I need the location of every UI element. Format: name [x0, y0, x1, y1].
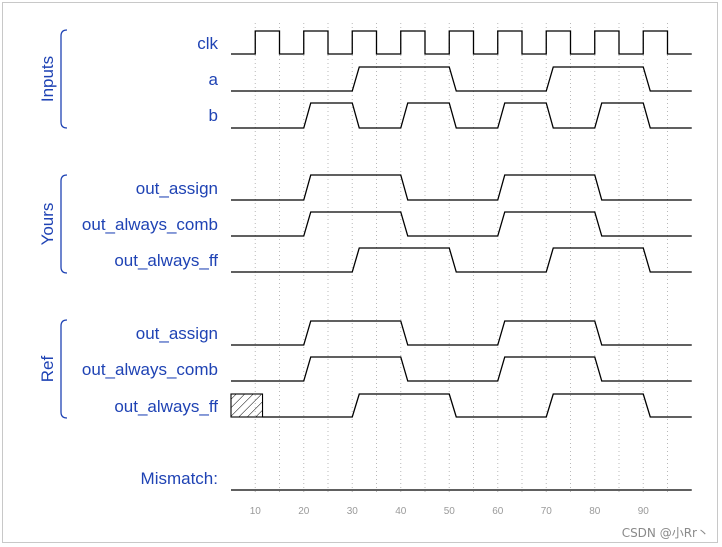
signal-label-yours-out-always-ff: out_always_ff	[114, 251, 218, 270]
yours-out-assign-trace	[231, 174, 692, 201]
signal-label-a: a	[209, 70, 219, 89]
watermark: CSDN @小Rr丶	[622, 526, 709, 540]
ref-out-assign-trace	[231, 320, 692, 346]
signal-label-clk: clk	[197, 34, 218, 53]
a-trace	[231, 66, 692, 92]
inputs-group-label: Inputs	[38, 56, 57, 102]
inputs-group-bracket	[60, 29, 68, 129]
time-tick-label: 40	[395, 506, 407, 517]
time-tick-label: 20	[298, 506, 310, 517]
signal-traces	[230, 30, 692, 491]
time-tick-label: 60	[492, 506, 504, 517]
b-trace	[231, 102, 692, 129]
yours-out-always-ff-trace	[231, 247, 692, 273]
signal-label-yours-out-always-comb: out_always_comb	[82, 215, 218, 234]
signal-label-ref-out-assign: out_assign	[136, 324, 218, 343]
time-tick-label: 90	[638, 506, 650, 517]
time-axis-ticks: 10 20 30 40 50 60 70 80 90	[250, 506, 650, 517]
ref-group-label: Ref	[38, 356, 57, 383]
signal-label-b: b	[209, 106, 218, 125]
signal-label-ref-out-always-ff: out_always_ff	[114, 397, 218, 416]
waveform-chart: Inputs Yours Ref clk a b out_assign out_…	[38, 23, 709, 540]
ref-group-bracket	[60, 319, 68, 419]
yours-out-always-comb-trace	[231, 211, 692, 237]
time-tick-label: 50	[444, 506, 456, 517]
signal-label-ref-out-always-comb: out_always_comb	[82, 360, 218, 379]
signal-label-yours-out-assign: out_assign	[136, 179, 218, 198]
yours-group-bracket	[60, 174, 68, 274]
time-tick-label: 70	[541, 506, 553, 517]
time-tick-label: 10	[250, 506, 262, 517]
ref-out-always-ff-trace	[262, 393, 692, 418]
time-tick-label: 80	[589, 506, 601, 517]
clk-trace	[231, 30, 692, 55]
yours-group-label: Yours	[38, 203, 57, 246]
unknown-value-region	[230, 393, 264, 418]
mismatch-label: Mismatch:	[141, 469, 218, 488]
time-tick-label: 30	[347, 506, 359, 517]
ref-out-always-comb-trace	[231, 356, 692, 382]
time-gridlines	[254, 23, 668, 492]
